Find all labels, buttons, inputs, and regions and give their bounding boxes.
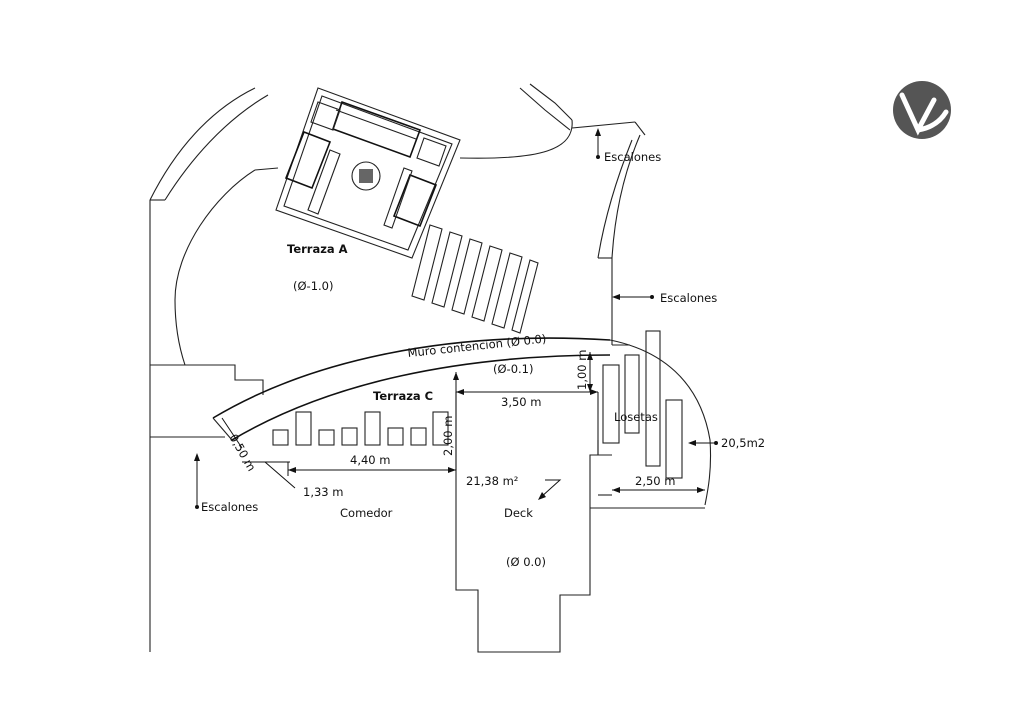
dim-440: 4,40 m (350, 453, 390, 467)
terraza-a-label: Terraza A (287, 242, 348, 256)
deck-area: 21,38 m² (466, 474, 518, 488)
losetas-label: Losetas (614, 410, 658, 424)
lounge-furniture (275, 87, 539, 334)
muro-label: Muro contencion (Ø 0.0) (407, 331, 547, 359)
escalones-mid-label: Escalones (660, 291, 717, 305)
dim-250: 2,50 m (635, 474, 675, 488)
terraza-c-level: (Ø-0.1) (493, 362, 533, 376)
losetas-area: 20,5m2 (721, 436, 765, 450)
deck-level: (Ø 0.0) (506, 555, 546, 569)
dim-050: 0,50 m (226, 432, 258, 474)
dining-chairs (272, 411, 449, 446)
escalones-top-label: Escalones (604, 150, 661, 164)
dim-100: 1,00 m (575, 350, 589, 390)
outer-walls (149, 83, 646, 652)
terraza-a-level: (Ø-1.0) (293, 279, 333, 293)
deck-outline (455, 392, 705, 653)
stair-markers (194, 128, 718, 509)
deck-label: Deck (504, 506, 533, 520)
dim-200: 2,00 m (441, 416, 455, 456)
comedor-label: Comedor (340, 506, 393, 520)
dim-133: 1,33 m (303, 485, 343, 499)
terraza-c-label: Terraza C (373, 389, 433, 403)
dim-350: 3,50 m (501, 395, 541, 409)
retaining-wall (212, 337, 712, 506)
v-logo-icon (893, 81, 951, 139)
losetas-tiles (602, 330, 683, 479)
escalones-left-label: Escalones (201, 500, 258, 514)
dimension-lines (221, 352, 705, 500)
